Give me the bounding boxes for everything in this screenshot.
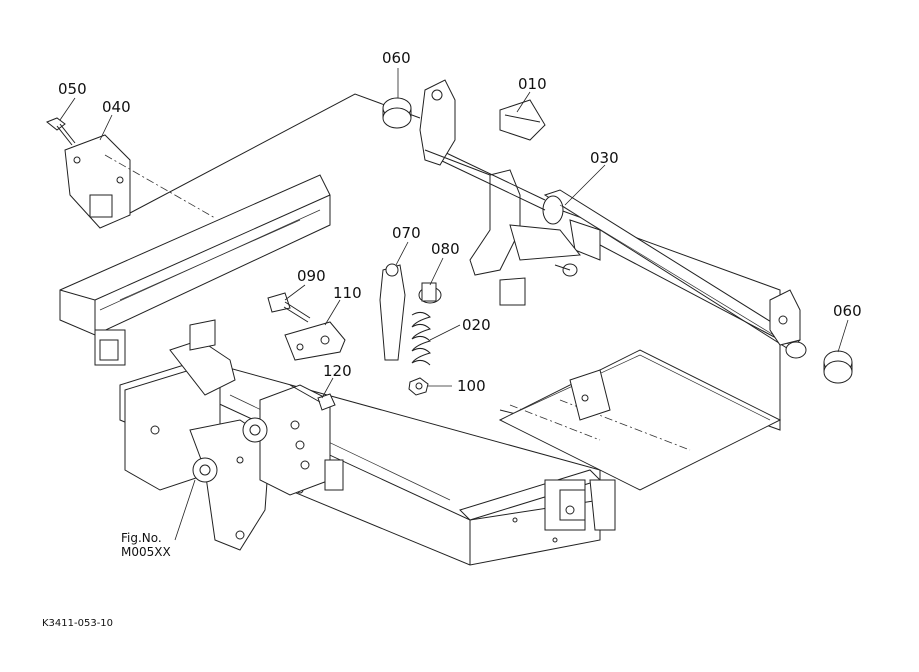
left-bracket-assembly — [124, 319, 344, 551]
label-100: 100 — [457, 377, 486, 395]
label-090: 090 — [297, 267, 326, 285]
drawing-code: K3411-053-10 — [42, 618, 113, 629]
label-110: 110 — [333, 284, 362, 302]
left-frame-rail — [59, 174, 331, 366]
label-120: 120 — [323, 362, 352, 380]
label-050: 050 — [58, 80, 87, 98]
label-040: 040 — [102, 98, 131, 116]
figure-reference: Fig.No. M005XX — [121, 531, 171, 559]
pedal-arm — [439, 149, 581, 306]
part-060-collar-right — [823, 350, 853, 384]
label-070: 070 — [392, 224, 421, 242]
part-110-plate — [284, 321, 346, 361]
part-010-pedal-pad — [499, 99, 546, 141]
part-040-bracket — [64, 134, 216, 229]
label-060-right: 060 — [833, 302, 862, 320]
label-080: 080 — [431, 240, 460, 258]
leader-lines — [59, 68, 849, 541]
part-number-labels: 050 040 060 010 030 070 080 090 110 020 … — [58, 49, 862, 395]
part-070-link — [379, 263, 406, 361]
fig-ref-line2: M005XX — [121, 545, 171, 559]
label-060-top: 060 — [382, 49, 411, 67]
part-030-shaft — [542, 189, 801, 351]
part-100-nut — [408, 377, 429, 396]
label-030: 030 — [590, 149, 619, 167]
pedal-bracket — [419, 79, 491, 176]
part-050-bolt — [46, 117, 76, 146]
part-080-pin — [418, 282, 442, 304]
part-090-bolt — [267, 292, 311, 323]
label-020: 020 — [462, 316, 491, 334]
right-platform — [498, 349, 782, 531]
part-060-collar-top — [382, 97, 412, 129]
right-shaft-support — [769, 289, 807, 359]
label-010: 010 — [518, 75, 547, 93]
part-020-spring — [411, 311, 431, 366]
fig-ref-line1: Fig.No. — [121, 531, 162, 545]
